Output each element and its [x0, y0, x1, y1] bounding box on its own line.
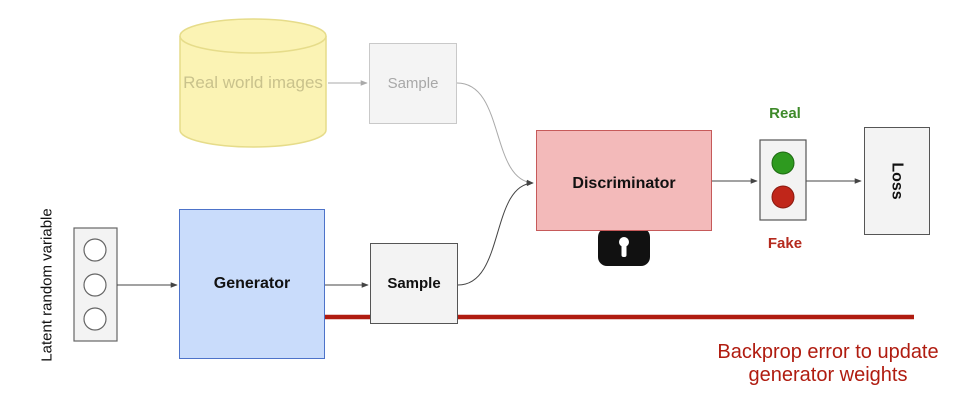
edge-fake-sample-to-discriminator: [457, 180, 534, 286]
sample-real-box: Sample: [369, 43, 457, 124]
loss-label: Loss: [889, 162, 906, 200]
loss-box: Loss: [864, 127, 930, 235]
real-world-images-label: Real world images: [183, 73, 323, 92]
sample-fake-label: Sample: [387, 275, 441, 292]
edge-real-sample-to-discriminator: [456, 82, 534, 186]
fake-dot-icon: [771, 185, 795, 209]
real-dot-icon: [771, 151, 795, 175]
latent-variable-label: Latent random variable: [38, 208, 56, 362]
real-label: Real: [769, 105, 801, 122]
latent-vector: [73, 227, 118, 342]
discriminator-label: Discriminator: [572, 175, 676, 192]
discriminator-box: Discriminator: [536, 130, 712, 231]
real-fake-indicator: [759, 139, 807, 221]
backprop-annotation: Backprop error to update generator weigh…: [717, 341, 939, 386]
fake-label: Fake: [767, 235, 803, 252]
real-world-images-database: [179, 18, 327, 148]
generator-box: Generator: [179, 209, 325, 359]
sample-real-label: Sample: [387, 75, 439, 92]
generator-label: Generator: [213, 275, 291, 292]
sample-fake-box: Sample: [370, 243, 458, 324]
